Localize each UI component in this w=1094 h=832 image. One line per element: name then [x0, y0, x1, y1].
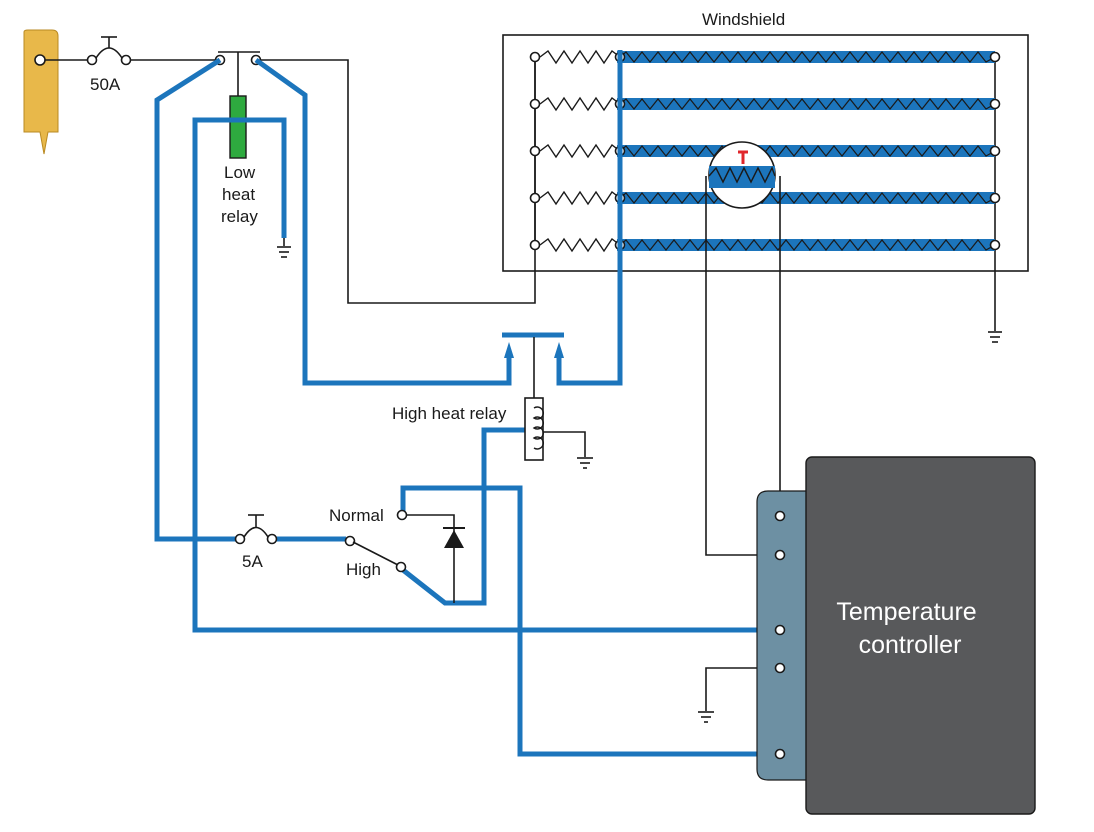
element-terminal [989, 98, 1001, 110]
controller-terminal [774, 510, 786, 522]
heating-element-row [529, 237, 1001, 253]
controller-terminal [774, 549, 786, 561]
temperature-controller: Temperature controller [756, 456, 1036, 815]
ground-icon [541, 431, 593, 469]
controller-terminal [774, 748, 786, 760]
heating-element-row [529, 49, 1001, 65]
heating-element-rows [529, 49, 1001, 253]
element-terminal [529, 192, 541, 204]
diode-icon [406, 514, 465, 603]
switch-normal-terminal[interactable] [396, 509, 408, 521]
windshield-frame [502, 34, 1029, 272]
main-breaker-50a: 50A [45, 36, 216, 94]
element-terminal [529, 98, 541, 110]
element-terminal [989, 145, 1001, 157]
high-heat-relay-coil [524, 397, 544, 461]
element-terminal [529, 145, 541, 157]
low-heat-relay: Low heat relay [214, 51, 262, 226]
main-breaker-label: 50A [90, 75, 121, 94]
control-breaker-5a: 5A [234, 514, 278, 571]
heat-selector-switch[interactable]: Normal High [329, 506, 408, 579]
ground-icon [698, 667, 779, 723]
ground-icon [277, 238, 291, 258]
active-current-path [154, 50, 775, 757]
controller-body [805, 456, 1036, 815]
element-terminal [529, 239, 541, 251]
element-terminal [529, 51, 541, 63]
switch-normal-label: Normal [329, 506, 384, 525]
heating-element-row [529, 96, 1001, 112]
switch-high-terminal[interactable] [395, 561, 407, 573]
controller-terminal [774, 662, 786, 674]
element-terminal [989, 239, 1001, 251]
controller-label: Temperature controller [836, 598, 983, 659]
heating-element-row [529, 143, 1001, 159]
power-bus-connector [23, 29, 59, 155]
bus-terminal-icon [34, 54, 46, 66]
windshield: Windshield [502, 10, 1029, 272]
control-breaker-label: 5A [242, 552, 263, 571]
low-heat-relay-coil [229, 95, 247, 159]
controller-terminal [774, 624, 786, 636]
element-terminal [989, 51, 1001, 63]
windshield-label: Windshield [702, 10, 785, 29]
controller-terminal-strip [756, 490, 809, 781]
ground-icon [988, 262, 1002, 343]
high-heat-relay: High heat relay [392, 332, 564, 461]
low-heat-relay-label: Low heat relay [221, 163, 260, 226]
element-terminal [989, 192, 1001, 204]
high-heat-relay-label: High heat relay [392, 404, 507, 423]
switch-high-label: High [346, 560, 381, 579]
thermostat-sensor: T [705, 141, 781, 556]
